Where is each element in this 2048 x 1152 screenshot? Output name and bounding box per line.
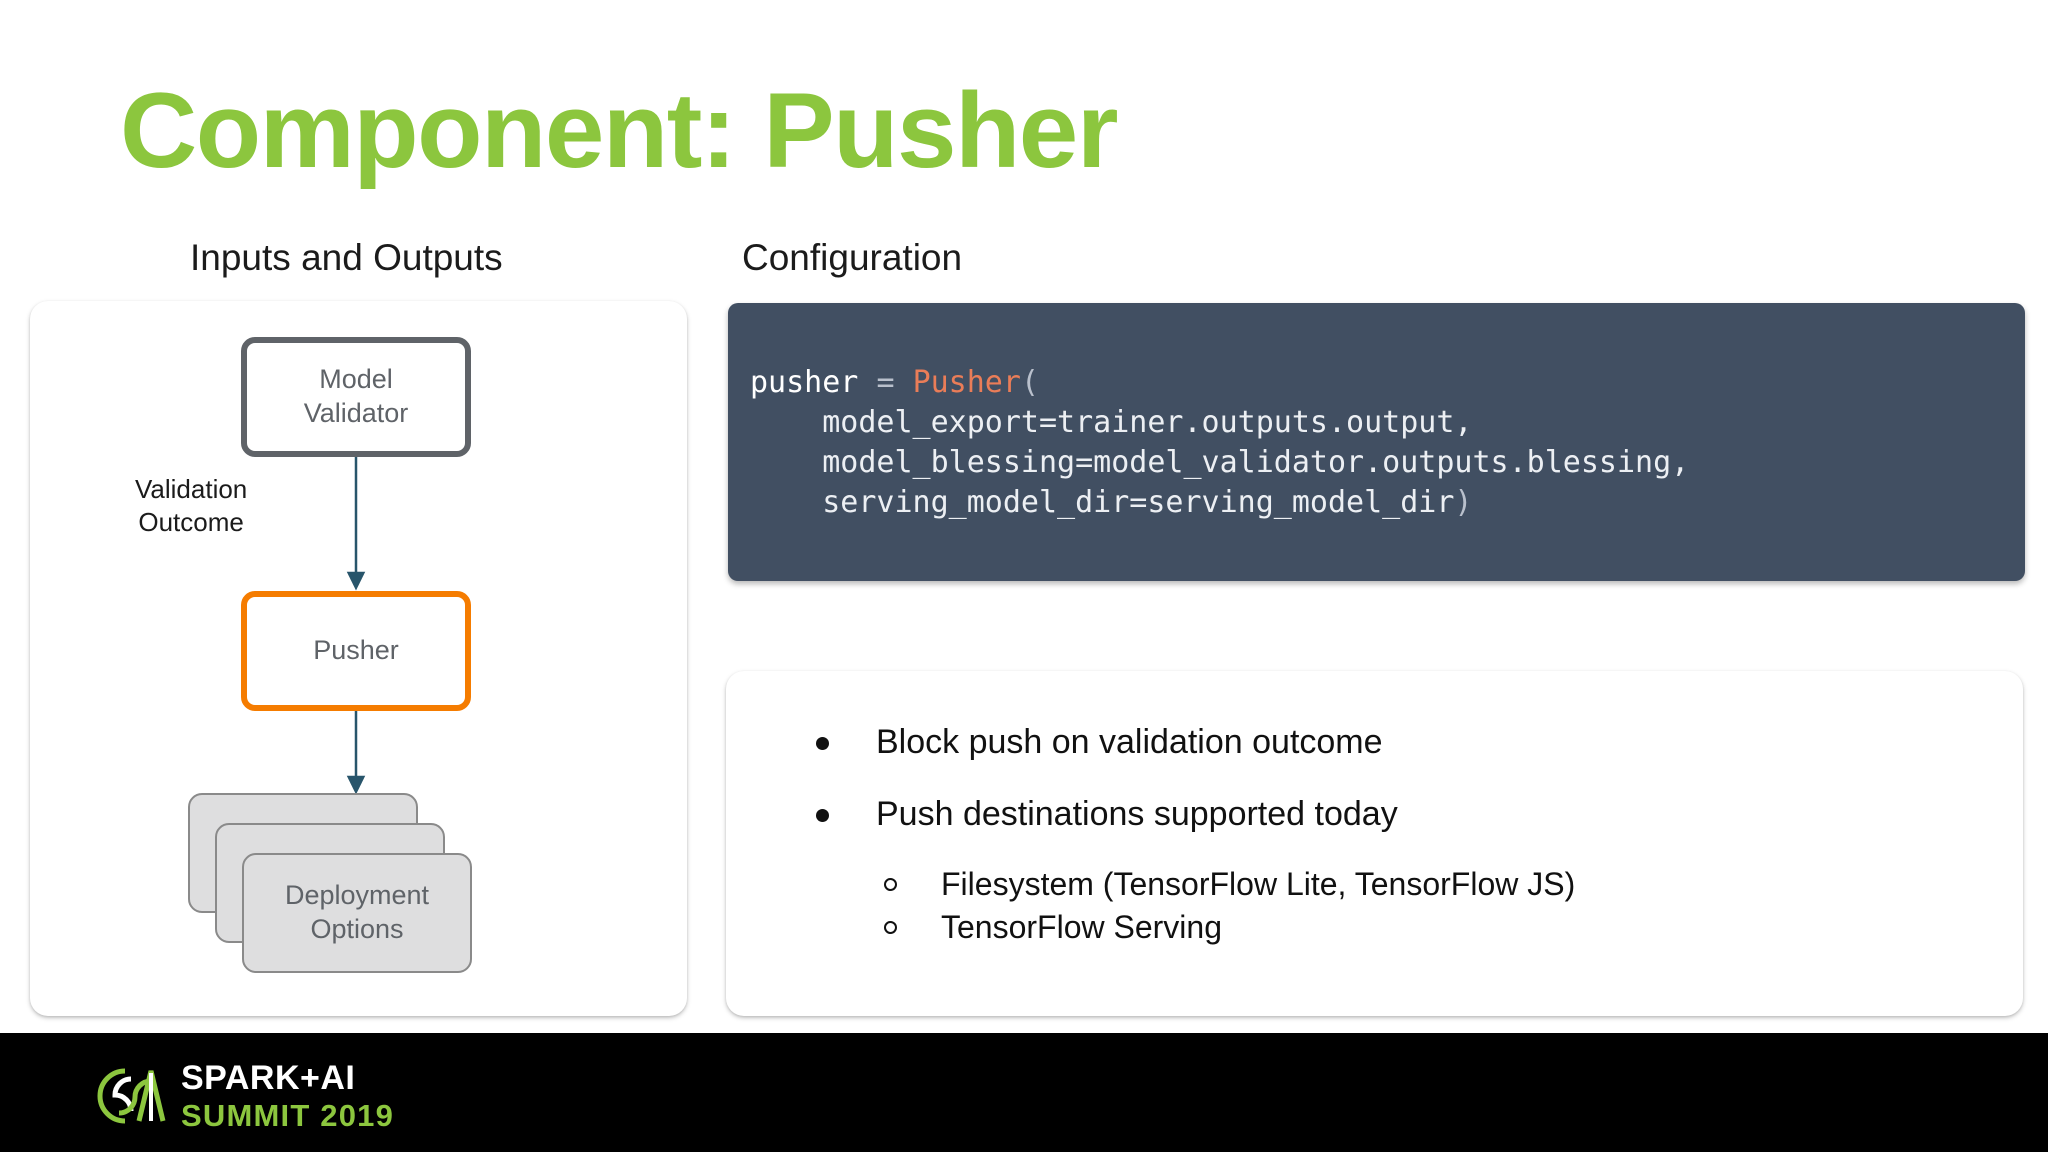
diagram-node-pusher[interactable]: Pusher: [241, 591, 471, 711]
spark-ai-summit-logo: SPARK+AI SUMMIT 2019: [95, 1061, 394, 1131]
code-block: pusher = Pusher( model_export=trainer.ou…: [728, 303, 2025, 581]
logo-text-summit-2019: SUMMIT 2019: [181, 1098, 395, 1133]
section-heading-inputs-outputs: Inputs and Outputs: [190, 237, 503, 278]
bullet-circle-icon: [884, 878, 897, 892]
edge-label-validation-outcome: Validation Outcome: [135, 473, 247, 540]
list-item: Filesystem (TensorFlow Lite, TensorFlow …: [884, 864, 2023, 905]
node-label-line1: Deployment: [284, 880, 430, 911]
code-token-class: Pusher: [912, 365, 1021, 400]
spark-summit-mark-icon: [97, 1068, 166, 1124]
page-title: Component: Pusher: [120, 70, 1118, 190]
list-item: Push destinations supported today: [816, 793, 2023, 837]
code-token-equals: =: [876, 365, 895, 400]
code-token-open-paren: (: [1020, 365, 1039, 400]
bullet-list: Block push on validation outcome Push de…: [726, 671, 2023, 1016]
diagram-node-deployment-options[interactable]: Deployment Options: [242, 853, 472, 973]
diagram-node-model-validator[interactable]: Model Validator: [241, 337, 471, 457]
code-content: pusher = Pusher( model_export=trainer.ou…: [750, 363, 2025, 523]
node-label-pusher: Pusher: [313, 635, 399, 666]
logo-text-spark-ai: SPARK+AI: [181, 1059, 356, 1097]
bullets-card: Block push on validation outcome Push de…: [726, 671, 2023, 1016]
logo-wordmark: SPARK+AI SUMMIT 2019: [181, 1061, 394, 1131]
bullet-dot-icon: [816, 737, 829, 750]
code-line-arg1: model_export=trainer.outputs.output,: [750, 404, 1473, 440]
bullet-text: Push destinations supported today: [876, 794, 1398, 833]
code-token-close-paren: ): [1454, 484, 1473, 520]
diagram-card: Model Validator Validation Outcome Pushe…: [30, 301, 687, 1016]
bullet-text: Filesystem (TensorFlow Lite, TensorFlow …: [941, 866, 1576, 903]
bullet-circle-icon: [884, 920, 897, 934]
node-label-model-validator: Model Validator: [304, 363, 409, 431]
code-line-arg3: serving_model_dir=serving_model_dir: [750, 484, 1455, 520]
list-item: TensorFlow Serving: [884, 907, 2023, 948]
code-line-arg2: model_blessing=model_validator.outputs.b…: [750, 444, 1690, 480]
node-label-line2: Options: [310, 914, 404, 944]
bullet-text: Block push on validation outcome: [876, 723, 1383, 761]
edge-label-line2: Outcome: [138, 507, 244, 538]
bullet-text: TensorFlow Serving: [941, 908, 1222, 945]
node-label-line2: Validator: [303, 398, 409, 428]
section-heading-configuration: Configuration: [742, 237, 963, 278]
node-label-deployment-options: Deployment Options: [285, 879, 429, 947]
edge-label-line1: Validation: [135, 474, 248, 504]
pipeline-diagram: Model Validator Validation Outcome Pushe…: [30, 301, 687, 1016]
bullet-dot-icon: [816, 808, 829, 822]
code-token-var: pusher: [750, 365, 859, 400]
footer-bar: [0, 1033, 2048, 1152]
list-item: Block push on validation outcome: [816, 721, 2023, 765]
node-label-line1: Model: [319, 364, 393, 395]
